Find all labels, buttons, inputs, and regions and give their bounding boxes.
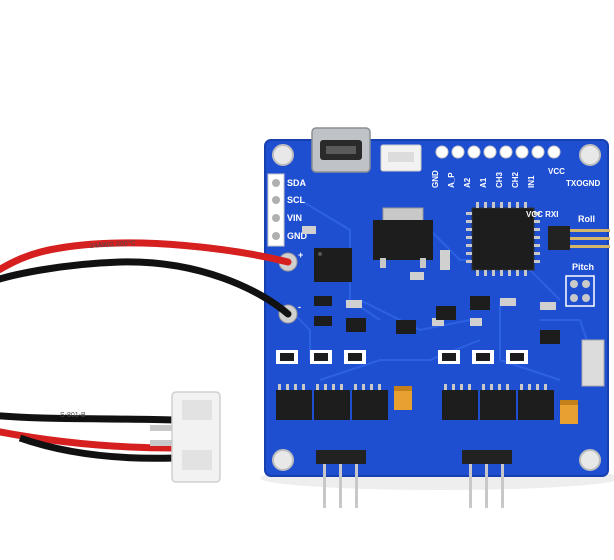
small-mosfets bbox=[314, 296, 560, 344]
black-wire-bottom bbox=[0, 412, 176, 424]
label-vcc-rxi: VCC RXI bbox=[526, 210, 558, 219]
black-wire-top bbox=[0, 258, 292, 318]
label-sda: SDA bbox=[287, 178, 307, 188]
label-vin: VIN bbox=[287, 213, 302, 223]
label-gnd-top: GND bbox=[431, 170, 440, 188]
label-in1: IN1 bbox=[527, 175, 536, 188]
left-header: SDA SCL VIN GND bbox=[267, 173, 308, 247]
label-vcc-top: VCC bbox=[548, 167, 565, 176]
mounting-holes bbox=[272, 144, 601, 471]
label-gnd-left: GND bbox=[287, 231, 308, 241]
label-txognd: TXOGND bbox=[566, 179, 600, 188]
label-pitch: Pitch bbox=[572, 262, 594, 272]
passive-components bbox=[302, 226, 556, 326]
cable-print-1: 24AWG 200°C bbox=[90, 239, 136, 250]
motor-header-right bbox=[462, 450, 512, 508]
label-minus: - bbox=[298, 302, 301, 312]
pushbutton bbox=[581, 339, 605, 387]
top-header-pads bbox=[435, 145, 561, 159]
micro-usb-connector bbox=[311, 127, 371, 173]
pitch-pads bbox=[565, 275, 595, 307]
label-a1: A1 bbox=[479, 177, 488, 188]
mcu-chip bbox=[466, 202, 540, 276]
mount-hole-tr bbox=[579, 144, 601, 166]
resistor-pads bbox=[276, 350, 528, 364]
cable-print-2: S-801-B bbox=[60, 412, 86, 419]
red-wire-top bbox=[0, 239, 292, 274]
black-wire-bottom-2 bbox=[18, 434, 176, 462]
label-plus: + bbox=[298, 250, 303, 260]
driver-ics bbox=[276, 384, 554, 420]
label-ch2: CH2 bbox=[511, 171, 520, 188]
imu-chip bbox=[314, 248, 352, 282]
tantalum-capacitors bbox=[394, 386, 578, 424]
jst-plug bbox=[150, 391, 221, 483]
label-a-p: A_P bbox=[447, 172, 456, 188]
power-cable: 24AWG 200°C S-801-B bbox=[0, 239, 292, 462]
red-wire-bottom bbox=[0, 428, 176, 452]
motor-header-left bbox=[316, 450, 366, 508]
mount-hole-tl bbox=[272, 144, 294, 166]
roll-header bbox=[548, 226, 610, 250]
label-ch3: CH3 bbox=[495, 171, 504, 188]
jst-top-connector bbox=[380, 144, 422, 172]
label-a2: A2 bbox=[463, 177, 472, 188]
right-labels: TXOGND VCC RXI Roll Pitch bbox=[526, 179, 600, 272]
top-header-labels: GND A_P A2 A1 CH3 CH2 IN1 VCC bbox=[431, 167, 565, 188]
label-scl: SCL bbox=[287, 195, 306, 205]
mount-hole-bl bbox=[272, 449, 294, 471]
voltage-regulator bbox=[373, 207, 433, 268]
label-roll: Roll bbox=[578, 214, 595, 224]
mount-hole-br bbox=[579, 449, 601, 471]
